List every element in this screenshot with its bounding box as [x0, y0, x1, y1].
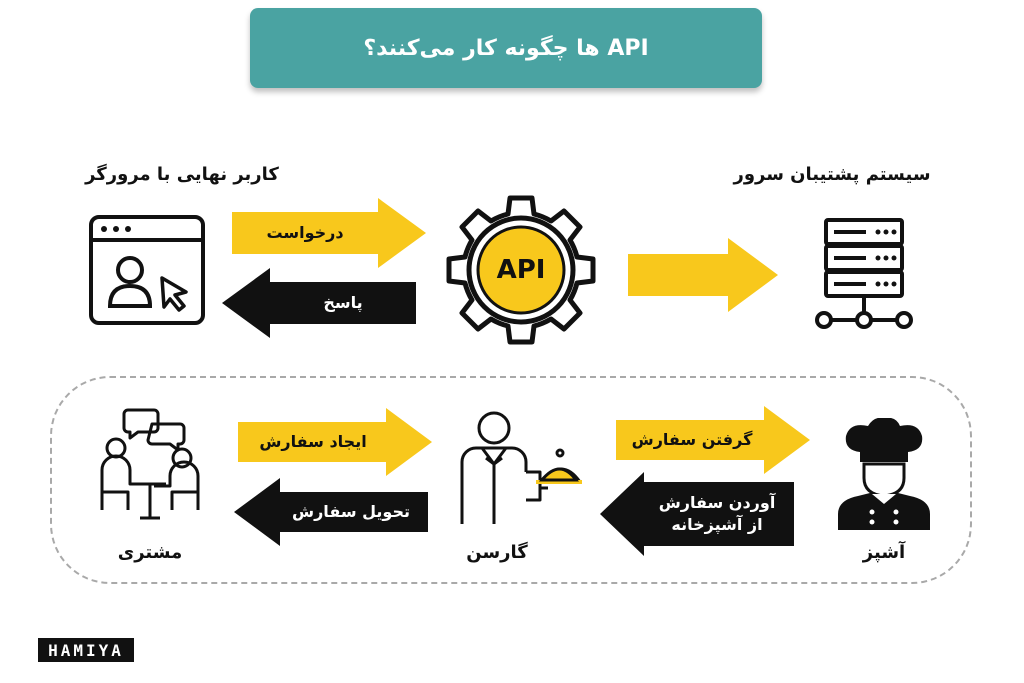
browser-user-icon — [89, 215, 205, 325]
title-banner: API ها چگونه کار می‌کنند؟ — [250, 8, 762, 88]
client-label: کاربر نهایی با مرورگر — [85, 164, 279, 185]
server-network-icon — [815, 218, 913, 329]
deliver-order-arrow — [234, 478, 428, 546]
take-order-arrow — [616, 406, 810, 474]
take-order-arrow-shape — [616, 406, 810, 474]
take-order-label: گرفتن سفارش — [631, 430, 753, 449]
response-arrow-shape — [222, 268, 416, 338]
bring-order-arrow — [600, 472, 794, 556]
customers-table-icon — [100, 408, 200, 520]
server-arrow-shape — [628, 238, 778, 312]
server-arrow — [628, 238, 778, 312]
page-title: API ها چگونه کار می‌کنند؟ — [363, 35, 649, 61]
gear-api-text: API — [496, 255, 546, 285]
hamiya-logo: HAMIYA — [38, 638, 134, 662]
restaurant-analogy-box — [50, 376, 972, 584]
server-label: سیستم پشتیبان سرور — [733, 164, 931, 185]
api-gear-icon — [446, 195, 596, 345]
response-label: پاسخ — [323, 293, 363, 312]
deliver-order-arrow-shape — [234, 478, 428, 546]
deliver-order-label: تحویل سفارش — [292, 502, 410, 521]
chef-icon — [838, 418, 930, 530]
gear-teeth — [446, 195, 596, 345]
response-arrow — [222, 268, 416, 338]
bring-order-arrow-shape — [600, 472, 794, 556]
request-arrow — [232, 198, 426, 268]
create-order-label: ایجاد سفارش — [259, 432, 367, 451]
waiter-icon — [460, 411, 582, 524]
request-label: درخواست — [266, 223, 344, 242]
bring-order-label: آوردن سفارش از آشپزخانه — [658, 493, 776, 534]
create-order-arrow — [238, 408, 432, 476]
customer-label: مشتری — [117, 542, 183, 563]
chef-label: آشپز — [862, 542, 906, 563]
request-arrow-shape — [232, 198, 426, 268]
waiter-label: گارسن — [466, 542, 528, 563]
create-order-arrow-shape — [238, 408, 432, 476]
